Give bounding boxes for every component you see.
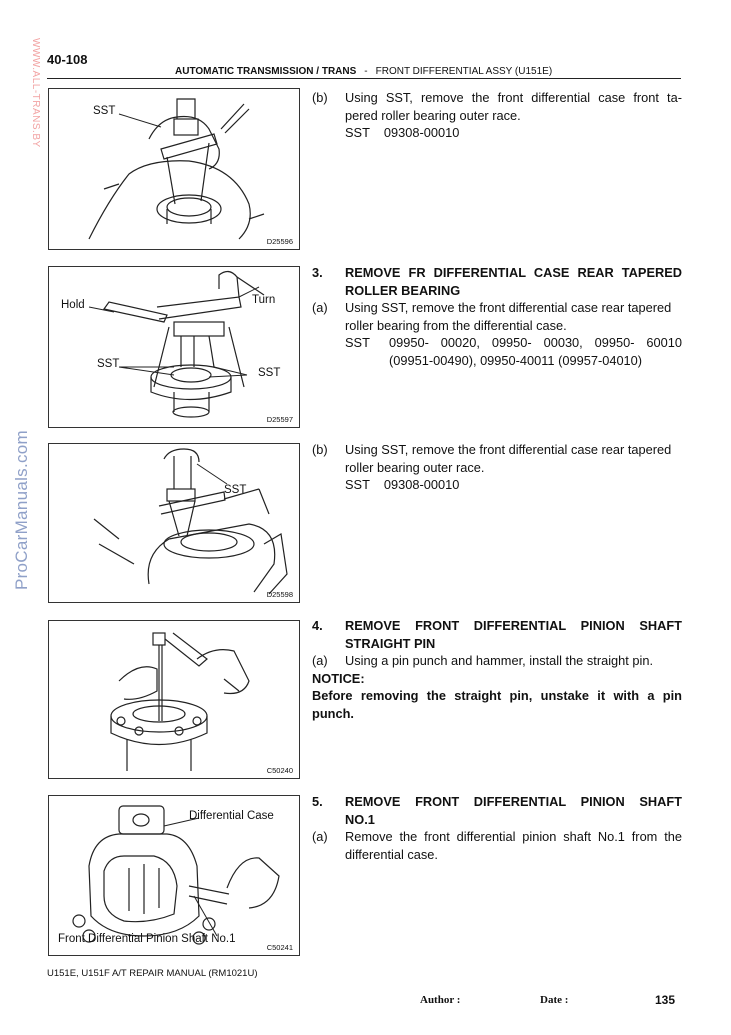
figure-d25598: SST D25598: [48, 443, 300, 603]
list-marker: (a): [312, 300, 328, 316]
notice-text: Before removing the straight pin, unstak…: [312, 688, 682, 704]
date-label: Date :: [540, 994, 569, 1006]
sst-code: 09308-00010: [383, 125, 460, 141]
step-title: ROLLER BEARING: [345, 282, 461, 298]
figure-d25596-drawing: [88, 98, 265, 240]
sst-code: (09951-00490), 09950-40011 (09957-04010): [389, 353, 643, 368]
step-number: 3.: [312, 265, 323, 280]
section-title: AUTOMATIC TRANSMISSION / TRANS: [175, 66, 357, 77]
label-sst-left: SST: [97, 358, 120, 370]
label-hold: Hold: [61, 299, 85, 311]
step-title: REMOVE FRONT DIFFERENTIAL PINION SHAFT: [345, 794, 682, 809]
page-code: 40-108: [47, 52, 88, 67]
text-line: Using SST, remove the front differential…: [345, 90, 682, 105]
text-line: Using SST, remove the front differential…: [345, 442, 672, 457]
sst-code: 09308-00010: [383, 477, 460, 493]
step-number: 5.: [312, 794, 323, 809]
notice-text: punch.: [312, 706, 354, 721]
step-title: REMOVE FR DIFFERENTIAL CASE REAR TAPERED: [345, 265, 682, 280]
sst-line: SST 09308-00010: [345, 476, 459, 494]
manual-title: U151E, U151F A/T REPAIR MANUAL (RM1021U): [47, 968, 258, 979]
text-line: roller bearing outer race.: [345, 459, 485, 475]
text-line: pered roller bearing outer race.: [345, 107, 521, 123]
author-label: Author :: [420, 994, 461, 1006]
sst-code: 09950- 00020, 09950- 00030, 09950- 60010: [389, 335, 682, 351]
label-pinion-shaft: Front Differential Pinion Shaft No.1: [58, 933, 236, 945]
step-title: STRAIGHT PIN: [345, 635, 436, 651]
text-line: Using a pin punch and hammer, install th…: [345, 653, 654, 669]
label-differential-case: Differential Case: [189, 810, 274, 822]
figure-c50241: Differential Case Front Differential Pin…: [48, 795, 300, 956]
step-5: 5. REMOVE FRONT DIFFERENTIAL PINION SHAF…: [312, 793, 682, 868]
notice-label: NOTICE:: [312, 670, 365, 686]
figure-d25598-drawing: [93, 448, 288, 595]
step-title: REMOVE FRONT DIFFERENTIAL PINION SHAFT: [345, 618, 682, 633]
figure-c50240-drawing: [110, 632, 250, 771]
list-marker: (b): [312, 90, 328, 105]
block-remove-rear-outer-race: (b) Using SST, remove the front differen…: [312, 441, 682, 501]
section-header: AUTOMATIC TRANSMISSION / TRANS-FRONT DIF…: [175, 66, 552, 77]
step-title: NO.1: [345, 811, 375, 827]
step-3: 3. REMOVE FR DIFFERENTIAL CASE REAR TAPE…: [312, 264, 682, 374]
list-marker: (a): [312, 653, 328, 669]
label-sst-right: SST: [258, 367, 281, 379]
sst-label: SST: [345, 477, 370, 493]
header-rule: [47, 78, 681, 79]
sst-label: SST: [345, 335, 370, 351]
step-4: 4. REMOVE FRONT DIFFERENTIAL PINION SHAF…: [312, 617, 682, 727]
watermark-top: WWW.ALL-TRANS.BY: [30, 38, 41, 148]
figure-code: D25597: [266, 415, 293, 424]
header-separator: -: [364, 66, 368, 77]
list-marker: (b): [312, 442, 328, 457]
figure-code: C50241: [266, 943, 293, 952]
label-sst: SST: [93, 105, 116, 117]
figure-code: C50240: [266, 766, 293, 775]
list-marker: (a): [312, 829, 328, 845]
subsection-title: FRONT DIFFERENTIAL ASSY (U151E): [375, 66, 553, 77]
label-sst: SST: [224, 484, 247, 496]
page-number: 135: [655, 993, 676, 1007]
figure-c50240: C50240: [48, 620, 300, 779]
figure-d25597: Hold Turn SST SST D25597: [48, 266, 300, 428]
block-remove-front-outer-race: (b) Using SST, remove the front differen…: [312, 89, 682, 149]
sst-line: SST 09308-00010: [345, 124, 459, 142]
text-line: Remove the front differential pinion sha…: [345, 829, 682, 845]
step-number: 4.: [312, 618, 323, 633]
figure-d25597-drawing: [88, 270, 265, 418]
watermark-side: ProCarManuals.com: [12, 430, 31, 591]
label-turn: Turn: [252, 294, 276, 306]
figure-d25596: SST D25596: [48, 88, 300, 250]
figure-code: D25596: [266, 237, 293, 246]
sst-label: SST: [345, 125, 370, 141]
text-line: roller bearing from the differential cas…: [345, 317, 567, 333]
figure-code: D25598: [266, 590, 293, 599]
text-line: differential case.: [345, 846, 438, 862]
text-line: Using SST, remove the front differential…: [345, 300, 672, 316]
figure-c50241-drawing: [72, 805, 280, 945]
